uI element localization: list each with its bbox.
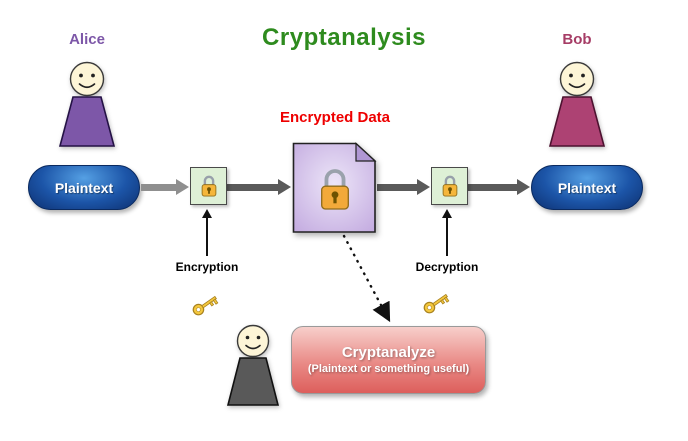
- key-icon-right: [421, 293, 455, 317]
- key-icon-left: [190, 295, 224, 319]
- padlock-icon-large: [321, 169, 349, 210]
- alice-person-icon: [58, 61, 116, 147]
- arrow-shaft: [468, 183, 517, 191]
- cryptanalysis-dotted-arrow: [342, 234, 391, 323]
- cryptanalyze-box: Cryptanalyze (Plaintext or something use…: [291, 326, 486, 394]
- decryption-lockbox: [431, 167, 468, 205]
- page-title: Cryptanalysis: [262, 24, 426, 51]
- padlock-icon: [442, 175, 457, 197]
- arrow-shaft: [141, 183, 176, 191]
- arrow-head: [417, 179, 430, 195]
- padlock-icon: [201, 175, 216, 197]
- encrypted-data-label: Encrypted Data: [279, 109, 391, 126]
- arrow-plaintext-to-encryption: [141, 179, 189, 195]
- arrow-head: [442, 209, 452, 218]
- cryptanalyze-subtitle: (Plaintext or something useful): [307, 362, 470, 375]
- decryption-pointer-arrow: [441, 209, 453, 256]
- arrow-head: [176, 179, 189, 195]
- plaintext-node-right: Plaintext: [531, 165, 643, 210]
- arrow-encrypted-data-to-decryption: [377, 179, 430, 195]
- arrow-head: [202, 209, 212, 218]
- alice-label: Alice: [69, 31, 105, 48]
- arrow-decryption-to-plaintext: [468, 179, 530, 195]
- encryption-lockbox: [190, 167, 227, 205]
- attacker-person-icon: [226, 324, 280, 406]
- arrow-shaft: [227, 183, 278, 191]
- arrow-encryption-to-encrypted-data: [227, 179, 291, 195]
- decryption-label: Decryption: [415, 260, 479, 274]
- encryption-pointer-arrow: [201, 209, 213, 256]
- arrow-shaft: [377, 183, 417, 191]
- arrow-head: [517, 179, 530, 195]
- encryption-label: Encryption: [175, 260, 239, 274]
- arrow-head: [278, 179, 291, 195]
- arrow-shaft: [446, 218, 448, 256]
- cryptanalyze-title: Cryptanalyze: [341, 343, 436, 361]
- arrow-shaft: [206, 218, 208, 256]
- plaintext-node-left: Plaintext: [28, 165, 140, 210]
- bob-label: Bob: [562, 31, 592, 48]
- bob-person-icon: [548, 61, 606, 147]
